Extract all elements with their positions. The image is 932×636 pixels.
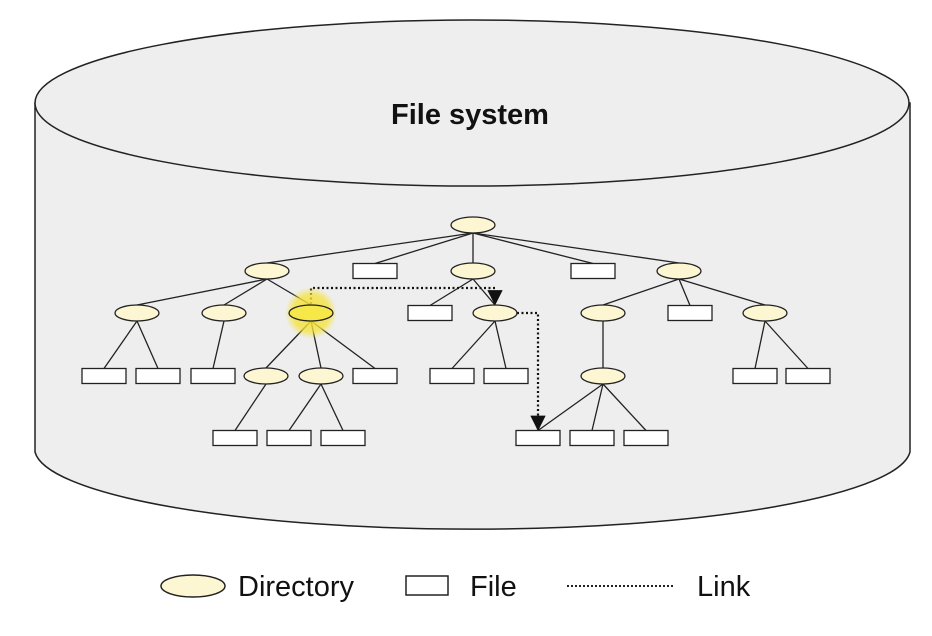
file-node [352,262,398,280]
link-arrow [309,286,503,313]
tree-edge [374,232,474,265]
tree-edge [429,278,474,307]
directory-node [450,262,496,280]
tree-edge [103,320,138,369]
tree-edge [223,278,268,306]
tree-edge [537,383,604,432]
tree-edge [678,278,766,306]
file-node [266,429,312,447]
file-node [667,304,713,322]
file-node [320,429,366,447]
directory-node [472,304,518,322]
directory-node [580,367,626,385]
file-node [190,367,236,385]
file-node [623,429,669,447]
tree-nodes [81,216,831,447]
file-node [515,429,561,447]
tree-edge [234,383,267,431]
directory-node [450,216,496,234]
tree-edge [136,320,159,369]
diagram-title: File system [391,99,549,131]
tree-edge [212,320,225,369]
legend-directory-icon [160,574,226,598]
directory-node [201,304,247,322]
file-node [732,367,778,385]
legend-file-icon [405,575,449,596]
cylinder [34,19,911,530]
cylinder-top [34,19,910,187]
directory-node [742,304,788,322]
file-node [569,429,615,447]
tree-edge [591,383,604,431]
tree-edge [136,278,268,306]
legend-file-label: File [470,571,517,603]
directory-node [580,304,626,322]
directory-node [298,367,344,385]
file-node [785,367,831,385]
tree-edge [678,278,691,306]
file-node [429,367,475,385]
tree-edge [472,232,680,264]
directory-node [244,262,290,280]
tree-edge [451,320,496,369]
file-node [81,367,127,385]
legend-directory-label: Directory [238,571,355,603]
legend: Directory File Link [160,571,751,603]
tree-edge [472,232,594,265]
tree-edge [266,232,474,264]
tree-edge [754,320,766,369]
file-node [407,304,453,322]
tree-edge [494,320,507,369]
directory-node [656,262,702,280]
directory-node [114,304,160,322]
tree-edge [320,383,344,431]
directory-node [288,304,334,322]
legend-link-label: Link [697,571,751,603]
directory-node [243,367,289,385]
file-node [135,367,181,385]
cylinder-body [34,102,911,530]
tree-edge [764,320,809,369]
tree-edge [602,383,647,431]
file-node [570,262,616,280]
file-node [483,367,529,385]
file-node [352,367,398,385]
tree-edge [602,278,680,306]
file-node [212,429,258,447]
tree-edge [288,383,322,431]
